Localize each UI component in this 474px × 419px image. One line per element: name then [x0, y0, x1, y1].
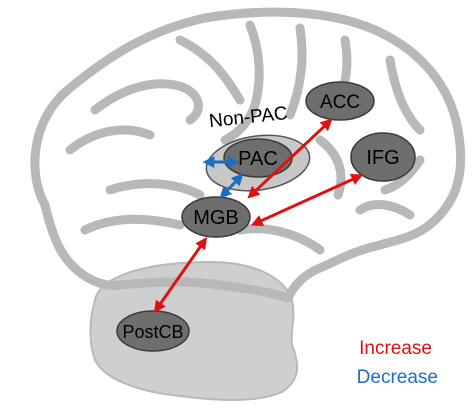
ifg-node — [350, 132, 416, 182]
legend-increase: Increase — [359, 338, 432, 359]
legend: Increase Decrease — [357, 338, 438, 388]
non-pac-label: Non-PAC — [208, 103, 289, 132]
ifg-label: IFG — [366, 147, 399, 169]
mgb-node — [181, 196, 251, 238]
postcb-node — [116, 310, 190, 352]
acc-node — [305, 81, 375, 121]
cerebellum-shape — [89, 260, 299, 401]
postcb-label: PostCB — [122, 322, 183, 342]
legend-decrease: Decrease — [357, 367, 438, 388]
arrow-mgb-postcb — [153, 237, 208, 313]
pac-label: PAC — [238, 148, 278, 170]
arrow-mgb-pac — [219, 173, 244, 199]
mgb-label: MGB — [193, 207, 239, 229]
acc-label: ACC — [320, 92, 360, 113]
arrow-mgb-ifg — [250, 173, 364, 227]
